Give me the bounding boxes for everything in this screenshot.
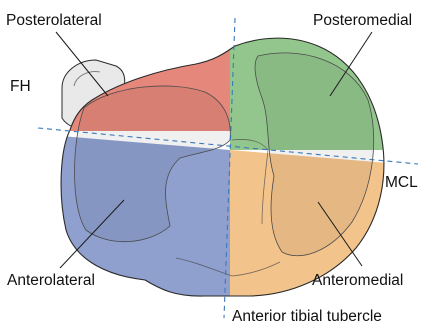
fh-label: FH [10,78,31,95]
anterolateral-label: Anterolateral [7,272,95,289]
posteromedial-label: Posteromedial [313,12,412,29]
mcl-label: MCL [385,174,418,191]
posterolateral-label: Posterolateral [6,12,102,29]
anterior-tibial-tubercle-label: Anterior tibial tubercle [232,308,382,325]
anteromedial-label: Anteromedial [312,272,403,289]
